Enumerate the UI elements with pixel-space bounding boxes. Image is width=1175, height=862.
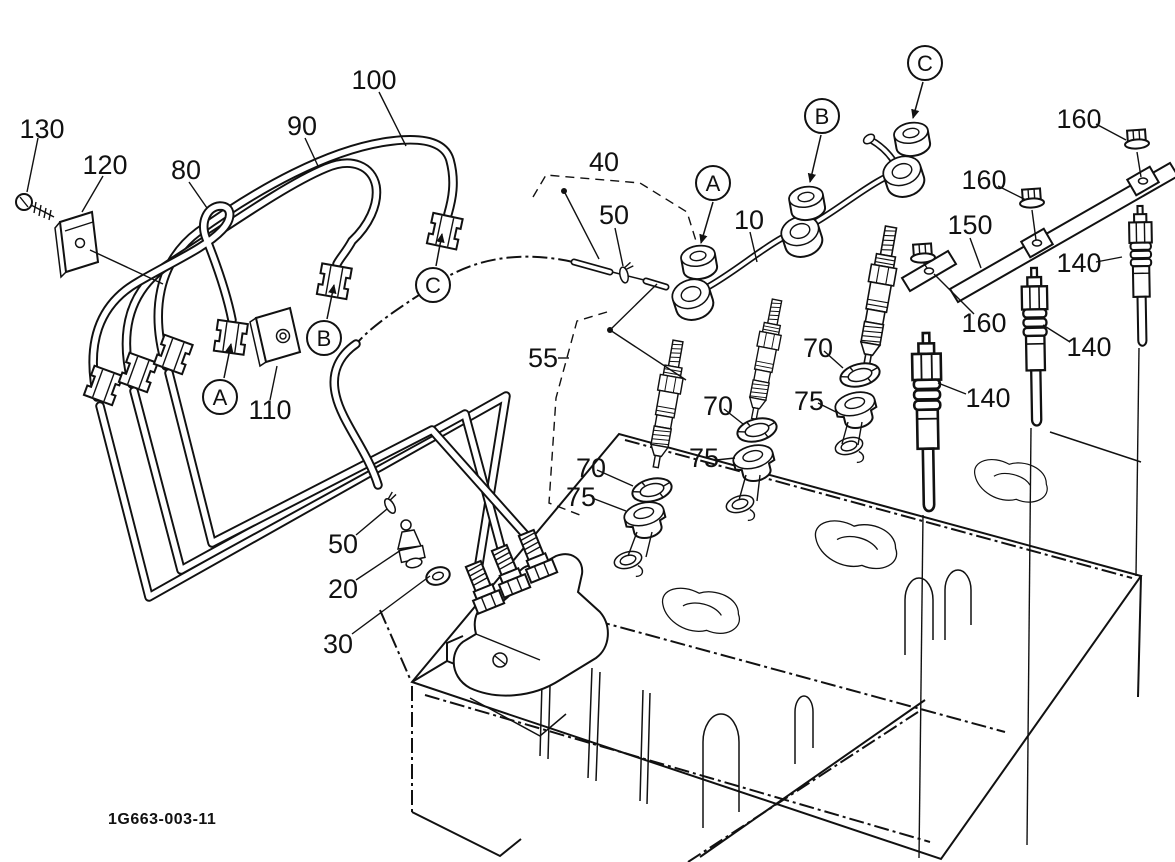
callout-75-2: 75 bbox=[689, 443, 719, 473]
glow-plugs bbox=[900, 128, 1175, 859]
joint-bolt-20 bbox=[397, 519, 426, 569]
pipe-clamp-110 bbox=[249, 306, 302, 368]
clamps bbox=[15, 193, 302, 368]
callout-70-2: 70 bbox=[703, 391, 733, 421]
callout-150: 150 bbox=[947, 210, 992, 240]
rail-nut-1 bbox=[678, 242, 720, 283]
washer-30 bbox=[425, 566, 451, 586]
injection-pipes-upper bbox=[82, 135, 464, 407]
callout-80: 80 bbox=[171, 155, 201, 185]
screw-130 bbox=[15, 193, 55, 221]
callout-30: 30 bbox=[323, 629, 353, 659]
seal-75-3 bbox=[831, 387, 882, 434]
ref-letter-c-bottom: C bbox=[425, 273, 441, 298]
callout-75-3: 75 bbox=[794, 386, 824, 416]
glow-plug-3 bbox=[1127, 204, 1155, 347]
callout-160-low: 160 bbox=[961, 308, 1006, 338]
callout-70-3: 70 bbox=[803, 333, 833, 363]
ref-letter-a-top: A bbox=[706, 171, 721, 196]
pipe-clamp-120 bbox=[54, 210, 100, 279]
injectors bbox=[620, 223, 905, 558]
ref-letter-c-top: C bbox=[917, 51, 933, 76]
callout-110: 110 bbox=[248, 395, 291, 425]
callout-120: 120 bbox=[82, 150, 127, 180]
washer-70-3 bbox=[836, 358, 884, 392]
connection-refs: A B C A B C bbox=[202, 45, 943, 415]
leader-lines bbox=[26, 91, 1127, 635]
rail-nut-3 bbox=[891, 119, 933, 160]
callout-160-top: 160 bbox=[1056, 104, 1101, 134]
pipe-clip-upper bbox=[617, 261, 638, 285]
ref-letter-b-bottom: B bbox=[317, 326, 332, 351]
callout-10: 10 bbox=[734, 205, 764, 235]
callout-160-mid: 160 bbox=[961, 165, 1006, 195]
nut-160-3 bbox=[1123, 128, 1151, 151]
pipe-nut-a bbox=[212, 318, 249, 356]
callout-55: 55 bbox=[528, 343, 558, 373]
pipe-nut-c bbox=[425, 211, 464, 251]
callout-75-1: 75 bbox=[566, 482, 596, 512]
callout-70-1: 70 bbox=[576, 453, 606, 483]
callout-20: 20 bbox=[328, 574, 358, 604]
connector-bar-150 bbox=[900, 161, 1175, 304]
injection-pump bbox=[452, 526, 609, 737]
ref-letter-a-bottom: A bbox=[213, 385, 228, 410]
injection-pipe-lower-runs bbox=[95, 368, 535, 602]
callout-130: 130 bbox=[19, 114, 64, 144]
callout-40: 40 bbox=[589, 147, 619, 177]
callout-140-mid: 140 bbox=[1066, 332, 1111, 362]
callout-50-bottom: 50 bbox=[328, 529, 358, 559]
glow-plug-1 bbox=[910, 331, 945, 513]
callout-140-right: 140 bbox=[1056, 248, 1101, 278]
ref-letter-b-top: B bbox=[815, 104, 830, 129]
glow-plug-2 bbox=[1020, 266, 1051, 427]
callout-140-left: 140 bbox=[965, 383, 1010, 413]
callout-90: 90 bbox=[287, 111, 317, 141]
callout-labels: 130 120 80 90 100 40 50 10 55 70 75 70 7… bbox=[19, 65, 1111, 659]
nut-160-1 bbox=[909, 242, 937, 265]
injector-2 bbox=[742, 297, 789, 422]
callout-100: 100 bbox=[351, 65, 396, 95]
pipe-nut-b bbox=[315, 262, 353, 301]
injector-3 bbox=[852, 223, 905, 371]
callout-50-top: 50 bbox=[599, 200, 629, 230]
banjo-eye-3 bbox=[878, 150, 930, 203]
washer-70-2 bbox=[733, 413, 781, 447]
figure-code: 1G663-003-11 bbox=[108, 811, 216, 828]
